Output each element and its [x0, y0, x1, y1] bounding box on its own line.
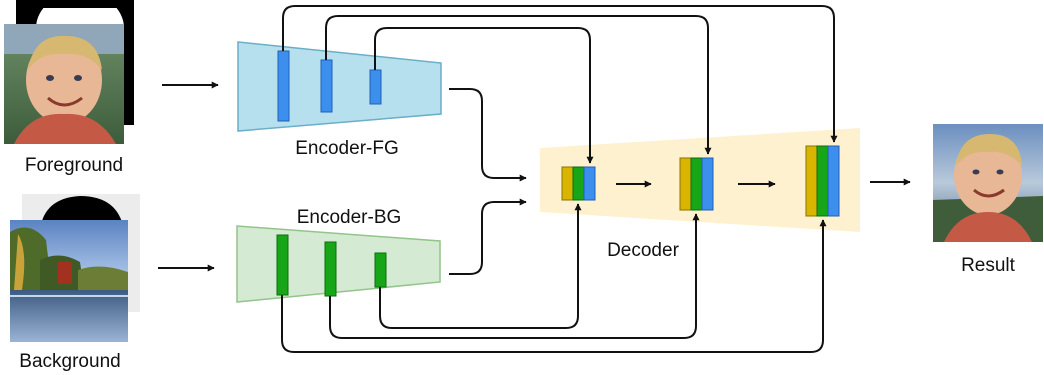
decoder-label: Decoder — [607, 240, 679, 261]
encoder-fg-output-arrow — [449, 88, 527, 182]
encoder-fg-feature-1 — [277, 50, 290, 122]
decoder-stage-2 — [679, 157, 714, 211]
encoder-fg-label: Encoder-FG — [295, 138, 398, 159]
encoder-fg-feature-2 — [320, 59, 333, 113]
fg-skip-connection-2 — [325, 15, 712, 155]
fg-skip-connection-3 — [374, 27, 594, 164]
encoder-fg-feature-3 — [369, 69, 382, 105]
decoder-stage-3 — [805, 145, 840, 217]
background-photo-image — [10, 220, 128, 342]
fg-skip-connection-1 — [282, 5, 838, 143]
encoder-bg-feature-1 — [276, 234, 289, 296]
bg-skip-connection-1 — [281, 219, 827, 353]
encoder-bg-feature-3 — [374, 252, 387, 288]
encoder-bg-output-arrow — [449, 198, 527, 275]
background-label: Background — [19, 351, 120, 372]
result-label: Result — [961, 255, 1016, 276]
encoder-bg-label: Encoder-BG — [297, 207, 402, 228]
foreground-photo-image — [4, 24, 124, 144]
bg-skip-connection-2 — [329, 213, 700, 339]
encoder-fg-block — [237, 41, 442, 132]
result-photo-image — [933, 124, 1043, 242]
decoder-stage-1 — [561, 166, 596, 201]
encoder-bg-feature-2 — [324, 241, 337, 297]
foreground-label: Foreground — [25, 155, 123, 176]
bg-skip-connection-3 — [379, 203, 582, 329]
encoder-bg-block — [236, 225, 441, 303]
